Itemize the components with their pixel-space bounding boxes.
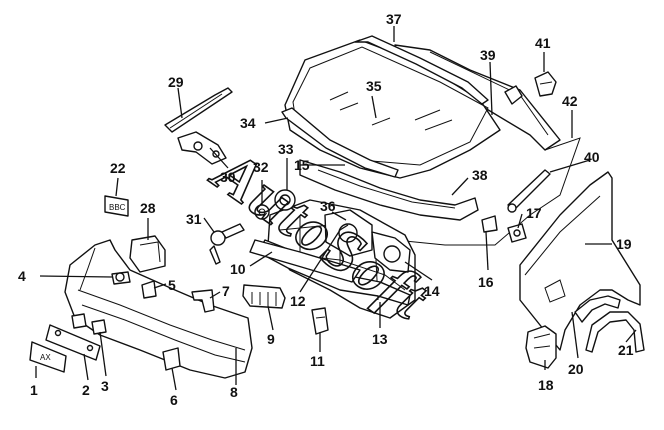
plate-holder [45,324,101,361]
horn [274,189,296,211]
callout-9: 9 [267,331,275,347]
callout-3: 3 [101,378,109,394]
callout-37: 37 [386,11,402,27]
hood-strut [507,169,551,213]
leader-lines [35,26,637,391]
plate-screw-clip-a [71,313,87,329]
callout-17: 17 [526,205,542,221]
front-fender [519,171,641,351]
callout-30: 30 [220,169,236,185]
bumper-bracket [129,235,166,273]
grommet [254,204,270,220]
lock-striker [507,223,527,243]
callout-4: 4 [18,268,26,284]
callout-7: 7 [222,283,230,299]
hood-release-cable [394,137,581,246]
wiper-blade [164,87,233,133]
windshield-upper-molding [354,35,489,105]
callout-42: 42 [562,93,578,109]
callout-12: 12 [290,293,306,309]
callout-28: 28 [140,200,156,216]
callout-5: 5 [168,277,176,293]
callout-2: 2 [82,382,90,398]
callout-8: 8 [230,384,238,400]
callout-20: 20 [568,361,584,377]
callout-6: 6 [170,392,178,408]
callout-40: 40 [584,149,600,165]
callout-14: 14 [424,283,440,299]
callout-19: 19 [616,236,632,252]
bumper-clip [141,280,157,299]
license-plate-text: AX [40,353,51,362]
callout-10: 10 [230,261,246,277]
lower-bracket [311,307,329,335]
hinge-bracket [504,85,523,105]
bumper-lower-clip [162,347,181,371]
cowl-panel [299,159,479,221]
wheel-arch-liner [574,295,621,323]
callout-11: 11 [310,353,325,369]
splash-shield [525,325,557,369]
callout-31: 31 [186,211,202,227]
support-bracket [191,289,215,313]
callout-33: 33 [278,141,294,157]
bumper-reinforcement [249,239,361,283]
wheel-arch-molding [585,311,645,353]
wiper-linkage [177,131,227,165]
callout-39: 39 [480,47,496,63]
grille-emblem [242,284,286,309]
callout-38: 38 [472,167,488,183]
callout-21: 21 [618,342,634,358]
license-plate: AX [29,341,67,373]
hood-hinge [534,71,557,97]
radiator-fan-shroud [371,231,411,273]
plate-screw-clip-b [91,319,107,335]
callout-41: 41 [535,35,551,51]
callout-36: 36 [320,198,336,214]
plate-clip-text: BBC [109,203,126,212]
windshield [284,39,501,179]
callouts: 1 2 3 4 5 6 7 8 9 10 11 12 13 14 15 16 1… [18,11,634,408]
callout-22: 22 [110,160,126,176]
cowl-molding [281,107,399,178]
hood-lock [481,215,498,233]
callout-16: 16 [478,274,494,290]
lock-cylinder [209,223,245,265]
callout-32: 32 [253,159,269,175]
callout-13: 13 [372,331,388,347]
callout-15: 15 [294,157,310,173]
callout-29: 29 [168,74,184,90]
plate-bracket: BBC [104,195,129,217]
callout-35: 35 [366,78,382,94]
callout-18: 18 [538,377,554,393]
bumper-mount-bolt [111,271,131,285]
callout-1: 1 [30,382,38,398]
callout-34: 34 [240,115,256,131]
